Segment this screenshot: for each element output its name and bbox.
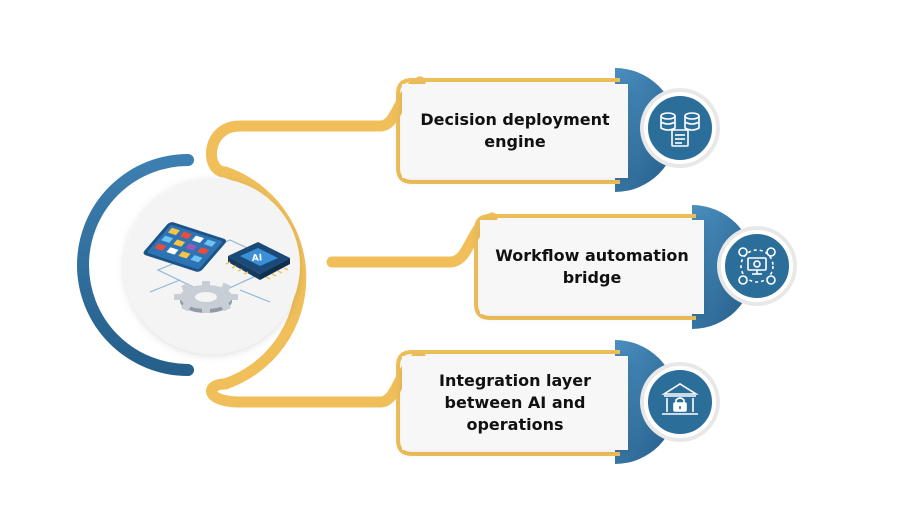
ai-chip-icon: AI [225,242,290,280]
item-card-workflow-automation: Workflow automation bridge [480,220,704,314]
gear-icon [174,281,238,313]
bank-lock-icon [661,383,699,415]
connector-top [206,76,426,178]
item-label-2: Workflow automation bridge [495,246,689,287]
item-label-3: Integration layer between AI and operati… [438,371,592,434]
icon-circle-2 [717,226,797,306]
item-card-decision-deployment: Decision deployment engine [402,84,628,178]
chip-label: AI [252,253,263,264]
connector-hub-arc [219,166,307,390]
card-1-border [396,78,620,184]
connector-middle [326,212,498,268]
card-2-border [474,214,696,320]
item-card-integration-layer: Integration layer between AI and operati… [402,356,628,450]
network-monitor-icon [738,247,776,285]
item-label-1: Decision deployment engine [420,110,610,151]
hub-outer-arc [77,154,194,376]
item-icon-circles [640,88,797,442]
icon-circle-3 [640,362,720,442]
hub-circle [124,178,300,354]
phone-ai-chip-gear-illustration: AI [143,222,290,313]
database-document-icon [660,112,700,147]
card-3-border [396,350,620,456]
icon-circle-1 [640,88,720,168]
